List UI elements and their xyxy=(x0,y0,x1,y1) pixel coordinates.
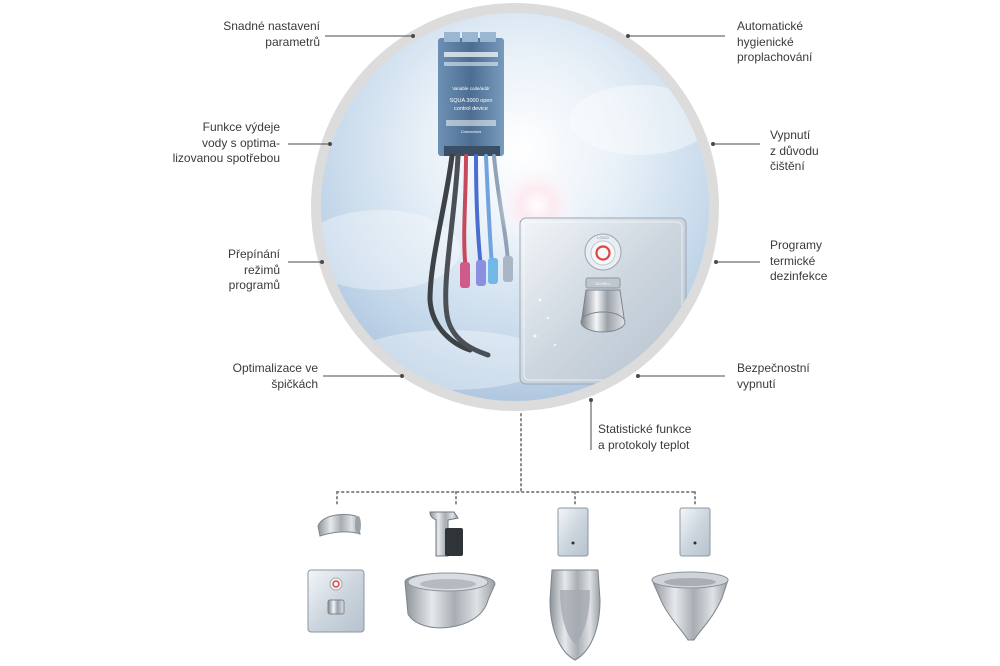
urinal-flush-panel xyxy=(557,507,589,557)
label-water-dispensing: Funkce výdeje vody s optima- lizovanou s… xyxy=(172,120,280,165)
anchor-dots xyxy=(320,34,718,402)
product-washbasin-tap xyxy=(307,513,365,633)
product-urinal xyxy=(549,507,601,661)
control-module: Variable code/addr SQUA 3000 open contro… xyxy=(438,32,504,156)
button-brand: LOGO xyxy=(597,235,609,240)
wall-spout xyxy=(317,513,361,537)
sensor-faucet xyxy=(429,511,459,557)
product-sensor-faucet xyxy=(404,511,496,629)
label-statistics-temperature-logs: Statistické funkce a protokoly teplot xyxy=(598,422,692,452)
wc-bowl xyxy=(651,579,729,641)
label-peak-optimization: Optimalizace ve špičkách xyxy=(232,361,318,391)
module-label-line2: SQUA 3000 open xyxy=(450,98,493,104)
label-program-mode-switching: Přepínání režimů programů xyxy=(227,247,280,292)
label-easy-parameter-setting: Snadné nastavení parametrů xyxy=(223,19,320,49)
wc-flush-panel xyxy=(679,507,711,557)
dotted-connectors xyxy=(336,413,696,507)
product-wc xyxy=(651,507,729,641)
control-plate: LOGO SCHELL xyxy=(519,217,687,385)
knob-brand: SCHELL xyxy=(595,281,611,286)
module-label-line1: Variable code/addr xyxy=(452,86,490,91)
label-safety-shutoff: Bezpečnostní vypnutí xyxy=(737,361,810,391)
module-label-line3: control device xyxy=(454,106,488,112)
label-thermal-disinfection: Programy termické dezinfekce xyxy=(770,238,828,283)
label-automatic-hygiene-flush: Automatické hygienické proplachování xyxy=(737,19,813,64)
label-cleaning-shutoff: Vypnutí z důvodu čištění xyxy=(770,128,819,173)
cables xyxy=(427,153,513,358)
module-label-line4: Connectors xyxy=(461,129,481,134)
leader-lines xyxy=(288,35,760,450)
